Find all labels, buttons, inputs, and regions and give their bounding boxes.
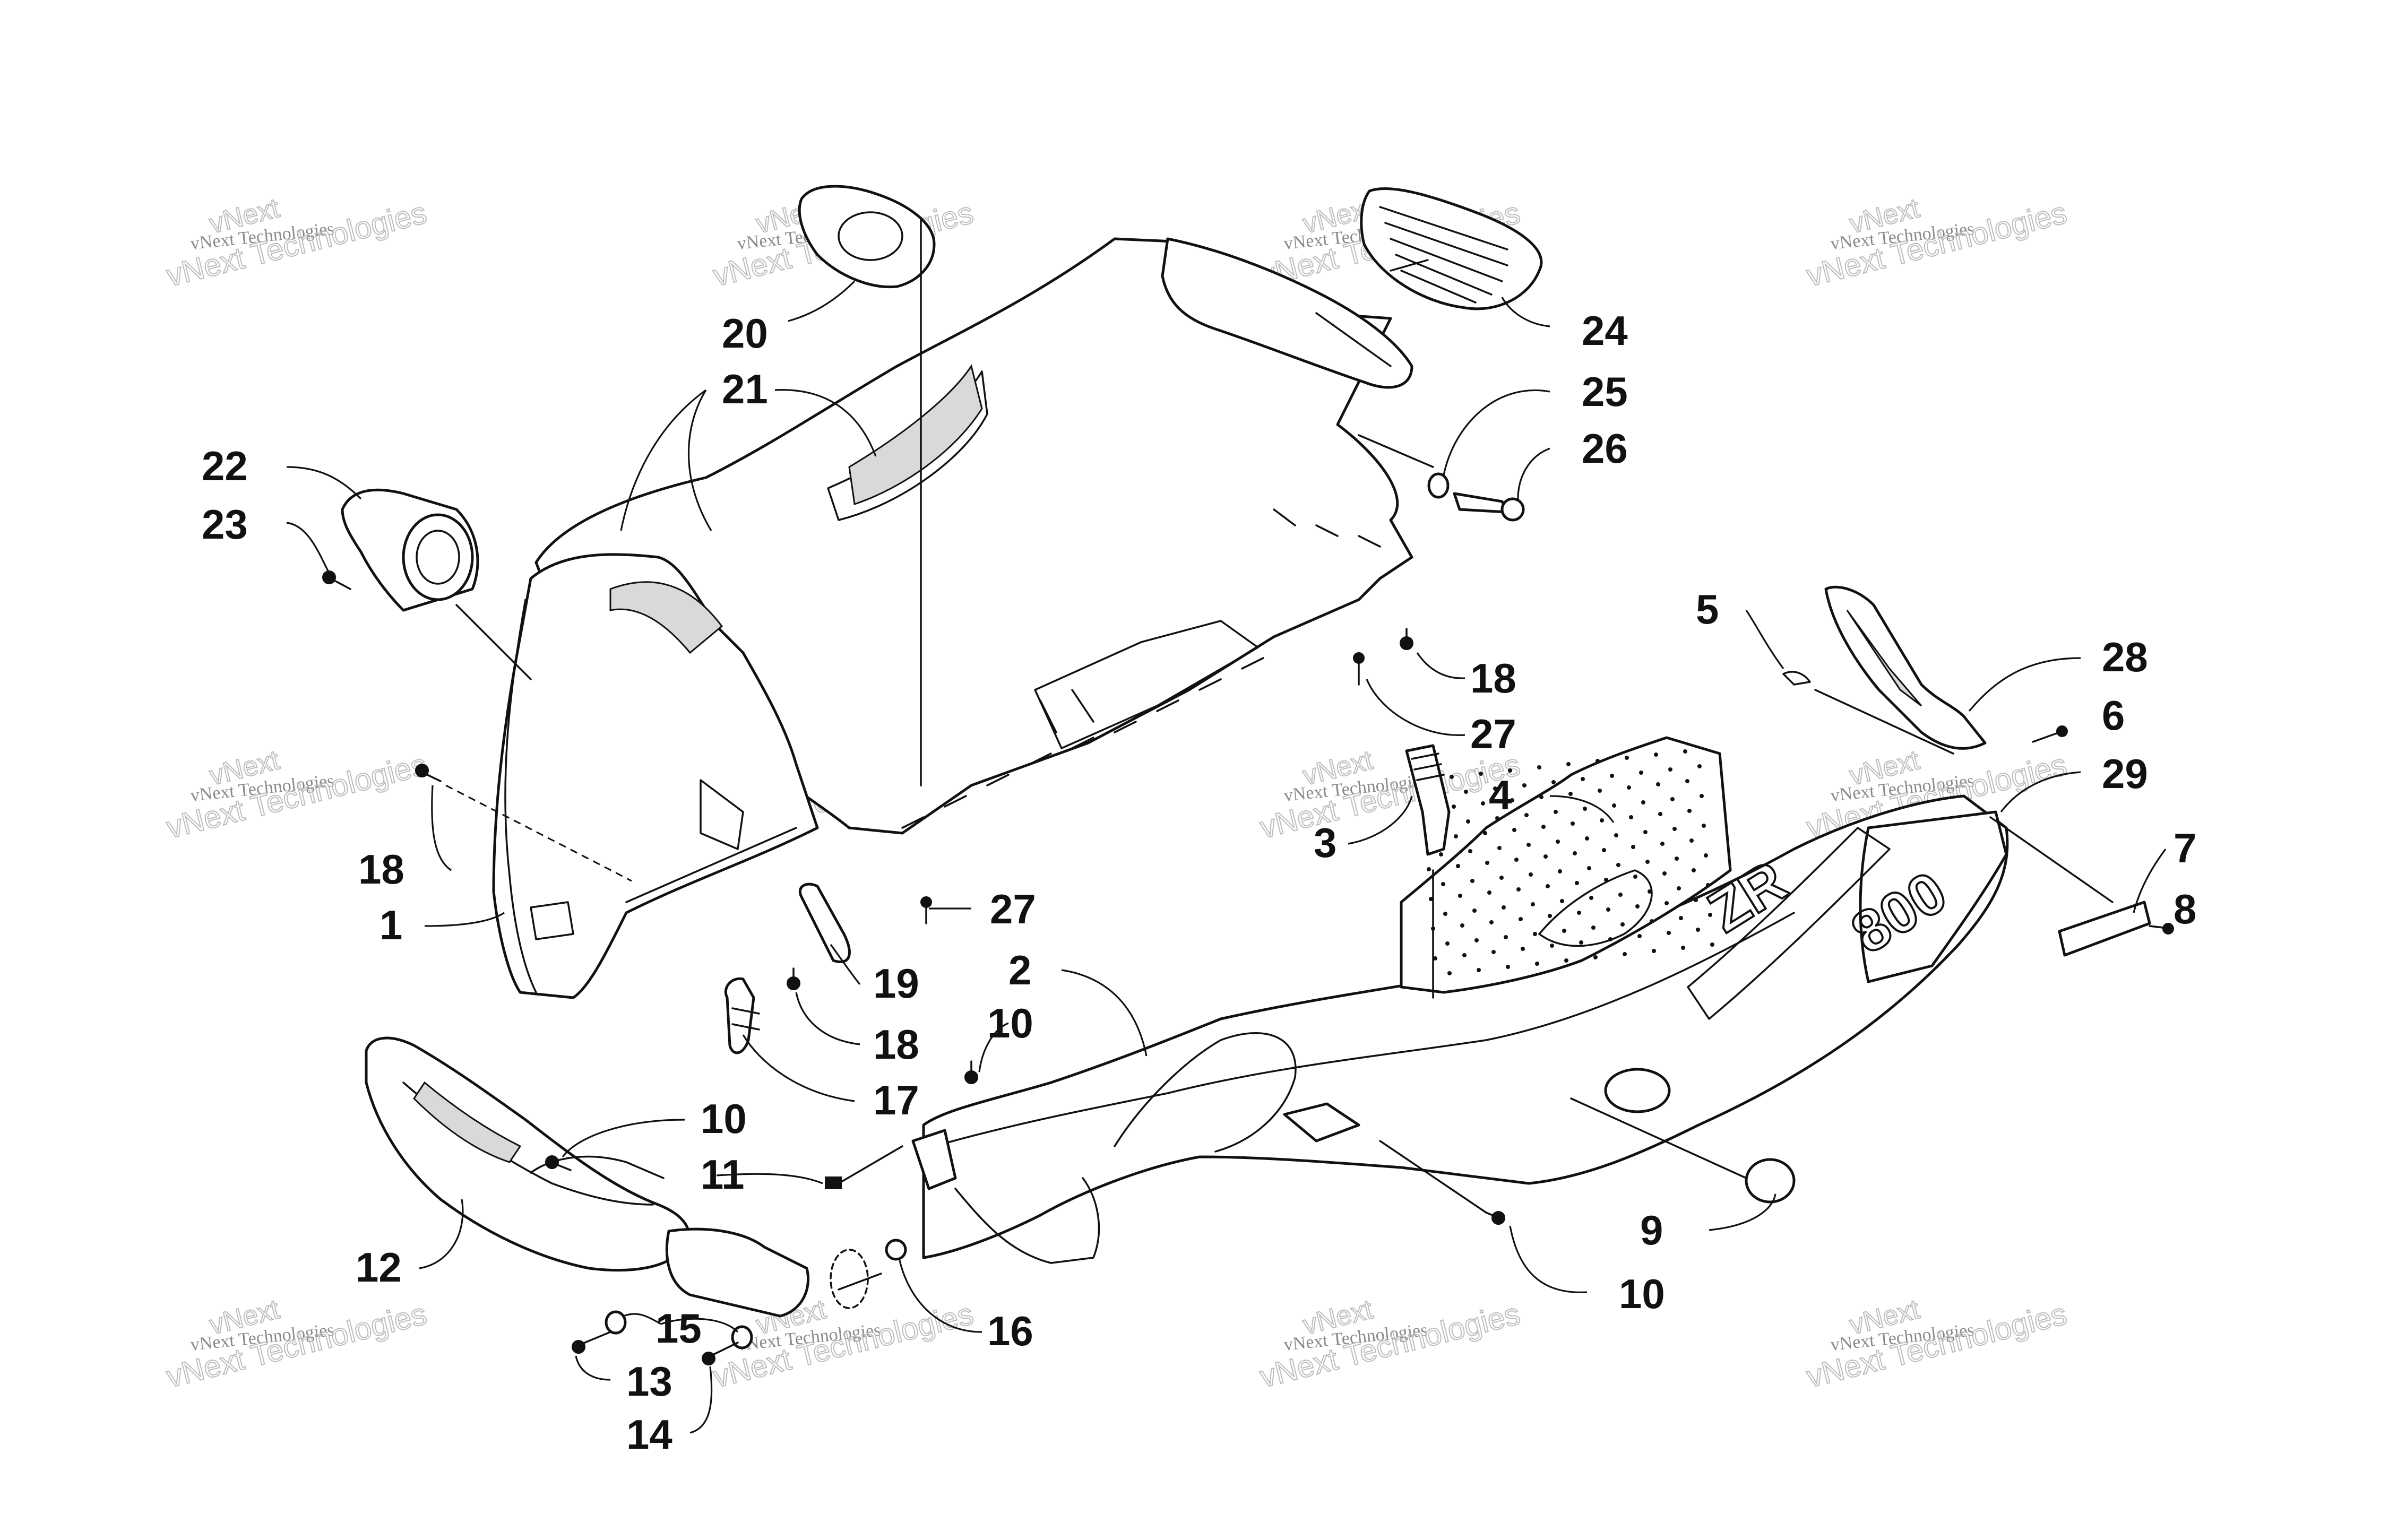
leader-lines [286, 280, 2167, 1434]
pin-5 [1782, 671, 1811, 686]
callout-20: 20 [722, 310, 768, 357]
part-cable-strap [724, 977, 760, 1054]
part-disk [830, 1249, 869, 1309]
part-front-bumper [365, 1036, 810, 1318]
callout-labels: 20 21 22 23 24 25 26 18 27 5 28 6 29 4 3… [202, 307, 2196, 1458]
screw-18c [787, 967, 800, 990]
callout-19: 19 [873, 960, 919, 1007]
callout-8: 8 [2174, 886, 2196, 932]
part-vent-grille [1161, 187, 1543, 389]
screw-6 [2032, 725, 2068, 743]
nut-16 [885, 1239, 907, 1261]
callout-7: 7 [2174, 825, 2196, 871]
assembly-lines [445, 217, 2114, 1291]
callout-29: 29 [2102, 750, 2148, 797]
callout-18-mid: 18 [873, 1021, 919, 1068]
bolt-13 [572, 1331, 611, 1354]
part-boot-cone [341, 488, 479, 612]
callout-16: 16 [987, 1308, 1033, 1354]
part-running-board: ZR 800 [911, 794, 2009, 1264]
callout-28: 28 [2102, 634, 2148, 680]
callout-12: 12 [356, 1244, 402, 1291]
callout-17: 17 [873, 1077, 919, 1123]
part-bracket [798, 883, 851, 963]
screw-18a [1400, 628, 1413, 650]
callout-24: 24 [1582, 307, 1628, 354]
callout-5: 5 [1696, 586, 1719, 633]
traction-pad-texture [1420, 749, 1714, 975]
callout-1: 1 [380, 902, 402, 948]
callout-18-left: 18 [358, 846, 404, 893]
callout-26: 26 [1582, 425, 1628, 472]
fasteners [322, 472, 2174, 1365]
callout-10-left: 10 [701, 1095, 747, 1142]
callout-27-mid: 27 [990, 886, 1036, 932]
screw-18b [415, 764, 442, 782]
callout-25: 25 [1582, 368, 1628, 415]
part-side-panel [492, 553, 819, 999]
callout-21: 21 [722, 366, 768, 412]
screw-10b [545, 1155, 572, 1171]
callout-6: 6 [2102, 692, 2125, 739]
callout-23: 23 [202, 501, 248, 548]
callout-3: 3 [1314, 819, 1336, 866]
washer-25 [1427, 472, 1450, 499]
washer-15a [605, 1310, 627, 1335]
bolt-26 [1453, 492, 1525, 522]
part-mount-plate [798, 185, 936, 289]
callout-2: 2 [1008, 947, 1031, 993]
part-rear-grab [1824, 585, 1987, 750]
callout-14: 14 [626, 1411, 672, 1458]
callout-10-right: 10 [1619, 1270, 1665, 1317]
callout-22: 22 [202, 443, 248, 489]
rivet-27a [1353, 652, 1365, 686]
bolt-14 [702, 1342, 739, 1365]
callout-9: 9 [1640, 1207, 1663, 1253]
callout-13: 13 [626, 1358, 672, 1405]
part-reflector [2058, 901, 2151, 957]
part-handle [1405, 744, 1451, 856]
screw-8 [2149, 923, 2174, 935]
part-traction-pad [1400, 736, 1732, 994]
screw-10a [964, 1060, 978, 1084]
rivet-27b [920, 896, 932, 924]
callout-11: 11 [701, 1151, 744, 1198]
callout-18-top: 18 [1470, 655, 1516, 702]
screw-23 [322, 570, 351, 590]
callout-4: 4 [1489, 772, 1512, 818]
screw-10c [1485, 1211, 1505, 1225]
callout-10-upper: 10 [987, 1000, 1033, 1046]
callout-15: 15 [656, 1305, 702, 1352]
part-cap [1745, 1158, 1796, 1204]
callout-27-top: 27 [1470, 711, 1516, 757]
